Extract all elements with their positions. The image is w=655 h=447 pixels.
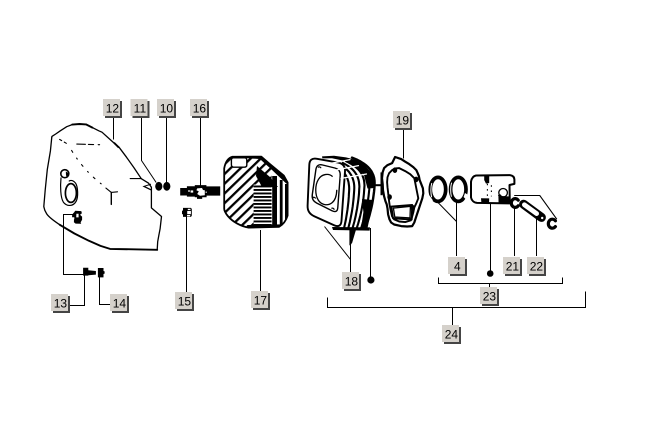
svg-text:15: 15 [178, 295, 192, 309]
svg-text:11: 11 [134, 102, 147, 116]
svg-text:22: 22 [530, 260, 544, 274]
svg-text:16: 16 [193, 102, 207, 116]
svg-text:13: 13 [54, 297, 68, 311]
svg-text:19: 19 [396, 114, 410, 128]
svg-text:23: 23 [483, 290, 497, 304]
svg-text:12: 12 [106, 102, 120, 116]
svg-text:10: 10 [160, 102, 174, 116]
svg-text:21: 21 [506, 260, 520, 274]
svg-text:4: 4 [454, 260, 461, 274]
svg-text:18: 18 [345, 275, 359, 289]
svg-text:14: 14 [113, 297, 127, 311]
svg-text:24: 24 [445, 328, 459, 342]
svg-text:17: 17 [254, 294, 268, 308]
